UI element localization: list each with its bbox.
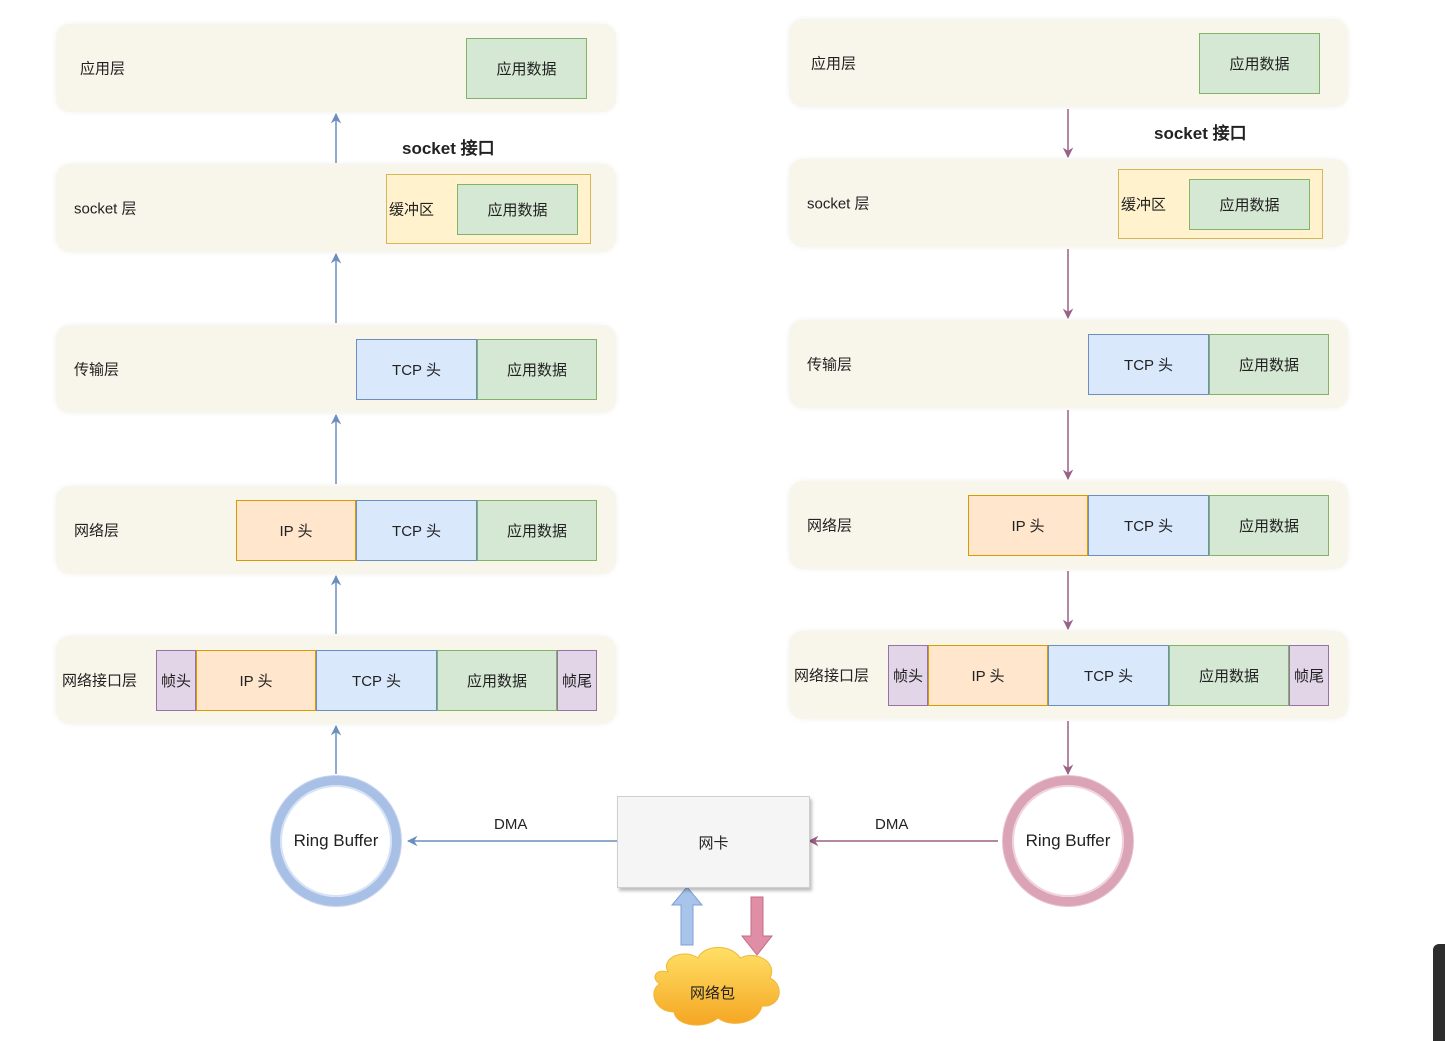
ip-header-cell: IP 头 [968,495,1088,556]
layer-label: socket 层 [807,195,870,213]
buffer-label: 缓冲区 [1121,196,1167,214]
right-link-layer: 网络接口层 帧头 IP 头 TCP 头 应用数据 帧尾 [789,631,1348,719]
layer-label: 应用层 [811,55,857,73]
app-data-cell: 应用数据 [477,500,597,561]
left-network-layer: 网络层 IP 头 TCP 头 应用数据 [56,486,616,574]
left-ring-buffer: Ring Buffer [271,776,401,906]
buffer-cell: 缓冲区 应用数据 [1118,169,1323,239]
app-data-cell: 应用数据 [1199,33,1320,94]
left-application-layer: 应用层 应用数据 [56,24,616,112]
packet-label: 网络包 [690,985,736,1002]
frame-header-cell: 帧头 [156,650,196,711]
ip-header-cell: IP 头 [196,650,316,711]
layer-label: 应用层 [80,60,126,78]
dma-label-right: DMA [875,816,909,833]
right-application-layer: 应用层 应用数据 [789,19,1348,107]
packet-cloud-icon [653,947,780,1026]
left-link-layer: 网络接口层 帧头 IP 头 TCP 头 应用数据 帧尾 [56,636,616,724]
right-ring-buffer: Ring Buffer [1003,776,1133,906]
layer-label: 传输层 [807,356,853,374]
frame-trailer-cell: 帧尾 [1289,645,1329,706]
layer-label: 传输层 [74,361,120,379]
layer-label: 网络层 [807,517,853,535]
tcp-header-cell: TCP 头 [356,500,477,561]
nic-box: 网卡 [617,796,810,888]
layer-label: socket 层 [74,200,137,218]
app-data-cell: 应用数据 [437,650,557,711]
ip-header-cell: IP 头 [236,500,356,561]
frame-header-cell: 帧头 [888,645,928,706]
app-data-cell: 应用数据 [466,38,587,99]
app-data-cell: 应用数据 [1169,645,1289,706]
tcp-header-cell: TCP 头 [1048,645,1169,706]
packet-out-arrow [740,896,774,956]
dma-label-left: DMA [494,816,528,833]
left-socket-layer: socket 层 缓冲区 应用数据 [56,164,616,252]
tcp-header-cell: TCP 头 [1088,334,1209,395]
left-socket-interface-label: socket 接口 [402,139,495,158]
frame-trailer-cell: 帧尾 [557,650,597,711]
buffer-label: 缓冲区 [389,201,435,219]
app-data-cell: 应用数据 [1189,179,1310,230]
app-data-cell: 应用数据 [1209,495,1329,556]
right-socket-interface-label: socket 接口 [1154,124,1247,143]
app-data-cell: 应用数据 [1209,334,1329,395]
app-data-cell: 应用数据 [457,184,578,235]
tcp-header-cell: TCP 头 [1088,495,1209,556]
left-transport-layer: 传输层 TCP 头 应用数据 [56,325,616,413]
buffer-cell: 缓冲区 应用数据 [386,174,591,244]
tcp-header-cell: TCP 头 [316,650,437,711]
layer-label: 网络接口层 [62,672,138,690]
right-network-layer: 网络层 IP 头 TCP 头 应用数据 [789,481,1348,569]
layer-label: 网络接口层 [794,667,870,685]
layer-label: 网络层 [74,522,120,540]
side-panel-tab[interactable] [1433,944,1445,1041]
right-transport-layer: 传输层 TCP 头 应用数据 [789,320,1348,408]
right-socket-layer: socket 层 缓冲区 应用数据 [789,159,1348,247]
ip-header-cell: IP 头 [928,645,1048,706]
tcp-header-cell: TCP 头 [356,339,477,400]
packet-in-arrow [670,886,704,946]
app-data-cell: 应用数据 [477,339,597,400]
